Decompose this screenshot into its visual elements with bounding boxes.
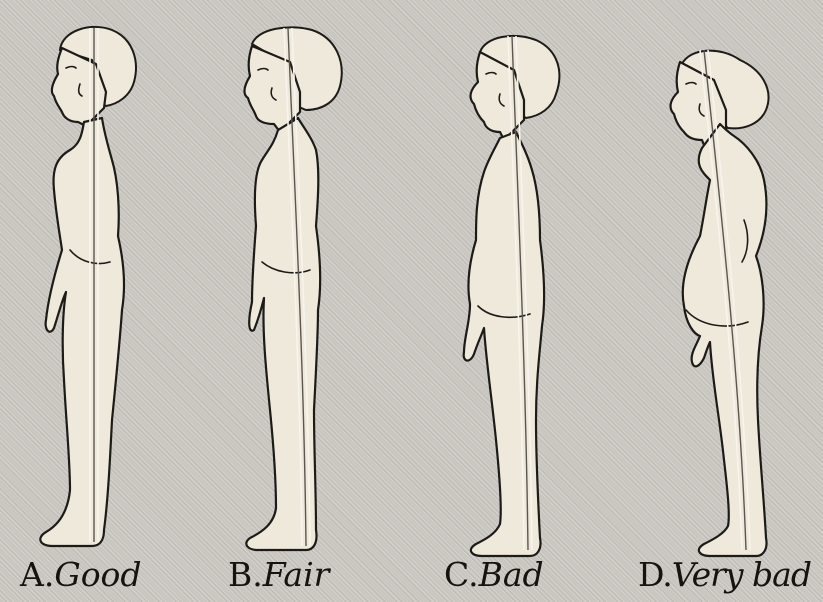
- caption-c-label: Bad: [479, 555, 544, 594]
- figure-a-body: [40, 118, 124, 546]
- caption-d: D.Very bad: [638, 553, 811, 597]
- caption-c-letter: C.: [444, 555, 479, 594]
- caption-b-label: Fair: [263, 555, 330, 594]
- caption-d-letter: D.: [638, 555, 672, 594]
- caption-d-label: Very bad: [672, 555, 811, 594]
- caption-b: B.Fair: [228, 553, 329, 597]
- caption-a: A.Good: [20, 553, 142, 597]
- figure-d-body: [683, 124, 767, 556]
- figure-b-fair: [244, 27, 341, 550]
- caption-c: C.Bad: [444, 553, 544, 597]
- figure-d-very-bad: [671, 50, 769, 556]
- caption-a-letter: A.: [20, 555, 54, 594]
- figure-c-bad: [464, 36, 560, 556]
- caption-b-letter: B.: [228, 555, 263, 594]
- figure-a-good: [40, 27, 136, 546]
- caption-a-label: Good: [54, 555, 141, 594]
- figure-c-body: [464, 132, 544, 556]
